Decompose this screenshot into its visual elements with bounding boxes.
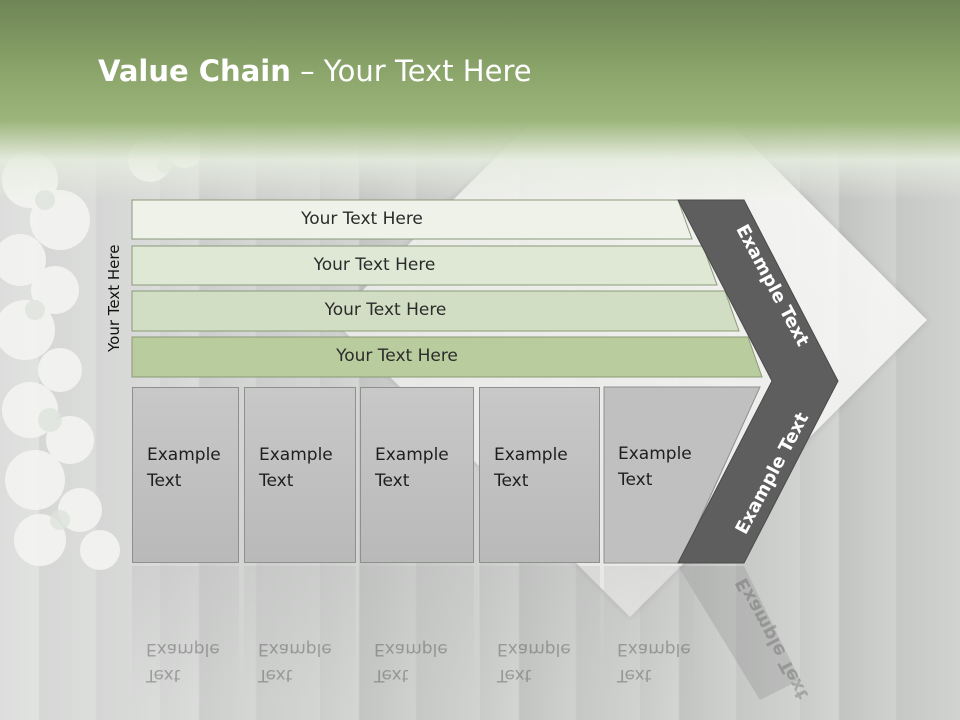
bar-shape-2	[131, 245, 718, 286]
chevron-reflection	[678, 566, 800, 700]
bar-4: Your Text Here	[132, 337, 762, 375]
bar-2-label: Your Text Here	[313, 255, 436, 275]
bar-3: Your Text Here	[132, 291, 739, 329]
activity-box-1: Example Text	[132, 387, 239, 563]
activity-box-5: Example Text	[604, 387, 694, 563]
activity-box-3: Example Text	[360, 387, 474, 563]
bar-4-label: Your Text Here	[336, 346, 458, 366]
bar-shape-4	[131, 336, 763, 378]
box-1-line1: Example	[147, 445, 221, 465]
box-4-line2: Text	[494, 471, 529, 491]
header-band	[0, 0, 960, 200]
vertical-side-label: Your Text Here	[105, 244, 123, 352]
activity-box-4: Example Text	[479, 387, 600, 563]
bar-shape-1	[131, 199, 693, 240]
box-2-line1: Example	[259, 445, 333, 465]
activity-box-2: Example Text	[244, 387, 356, 563]
box-3-line2: Text	[375, 471, 410, 491]
bar-1-label: Your Text Here	[301, 209, 423, 229]
box-3-line1: Example	[375, 445, 449, 465]
page-title: Value Chain – Your Text Here	[98, 54, 532, 88]
box-5-line1: Example	[618, 444, 692, 464]
box-5-line2: Text	[618, 470, 653, 490]
box-1-line2: Text	[147, 471, 182, 491]
box-2-line2: Text	[259, 471, 294, 491]
box-4-line1: Example	[494, 445, 568, 465]
lilac-flowers-decoration	[0, 132, 200, 570]
bar-1: Your Text Here	[132, 200, 692, 238]
bar-shape-3	[131, 290, 740, 332]
bar-3-label: Your Text Here	[324, 300, 447, 320]
chevron-arrow	[677, 199, 839, 564]
bar-2: Your Text Here	[132, 246, 717, 284]
